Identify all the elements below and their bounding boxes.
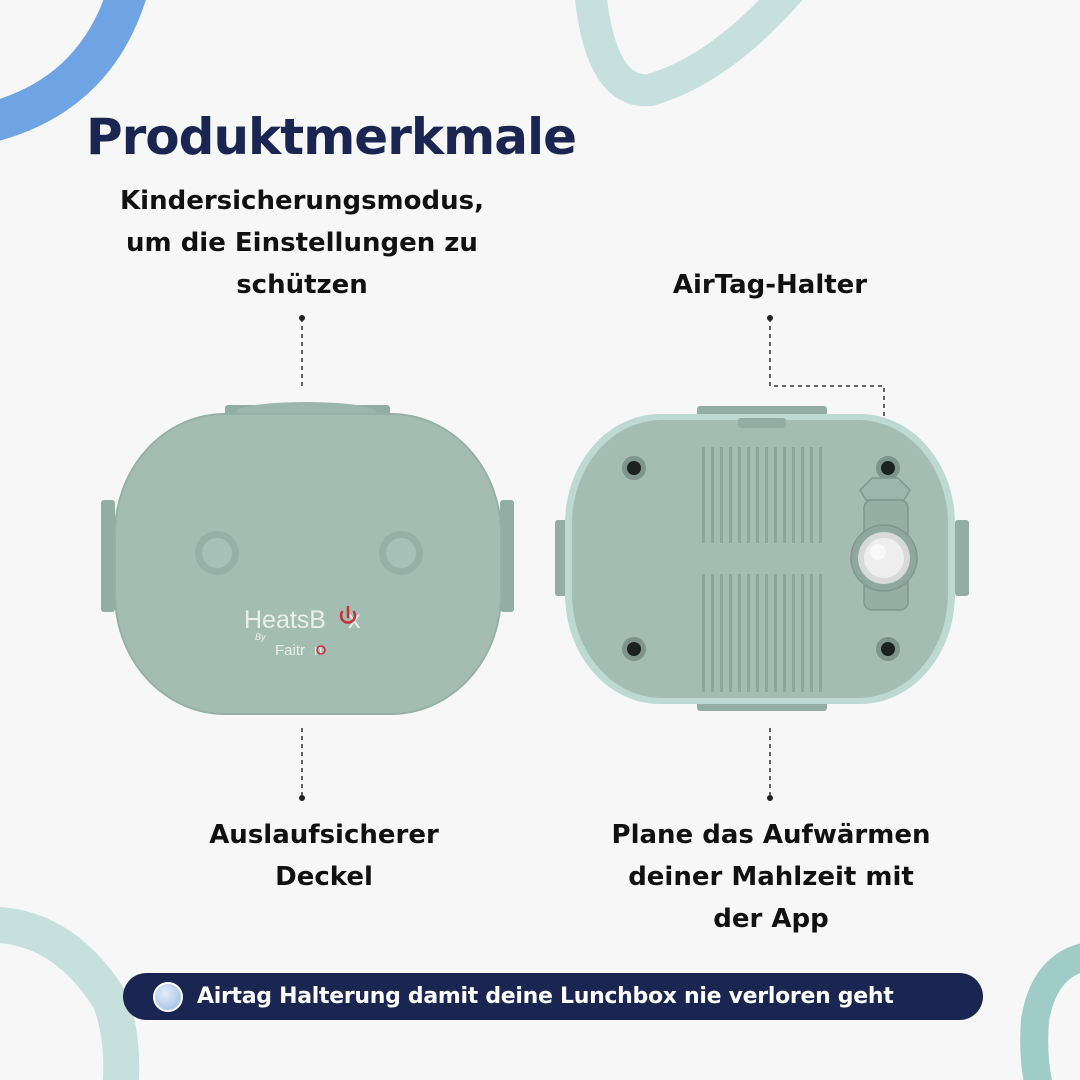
maker-logo-o-icon — [316, 645, 326, 655]
feature-child-lock-line: Kindersicherungsmodus, — [120, 186, 484, 216]
callout-dots — [299, 315, 773, 801]
feature-airtag-holder-line: AirTag-Halter — [672, 270, 868, 300]
banner-text: Airtag Halterung damit deine Lunchbox ni… — [197, 984, 894, 1009]
airtag-holder — [850, 477, 918, 611]
deco-arc-mint-bottom-left — [0, 907, 140, 1080]
vent-grille — [702, 447, 822, 692]
deco-arc-mint-bottom-right — [1020, 943, 1080, 1080]
info-banner: Airtag Halterung damit deine Lunchbox ni… — [123, 973, 983, 1020]
feature-leakproof-lid-line: Auslaufsicherer — [209, 820, 439, 850]
feature-leakproof-lid-line: Deckel — [275, 862, 373, 892]
feature-leakproof-lid: Auslaufsicherer Deckel — [174, 814, 474, 898]
power-icon — [339, 605, 357, 624]
feature-app-planning-line: Plane das Aufwärmen — [611, 820, 931, 850]
feature-child-lock-line: um die Einstellungen zu — [126, 228, 478, 258]
feature-app-planning-line: deiner Mahlzeit mit — [628, 862, 914, 892]
deco-arc-mint-top — [575, 0, 803, 107]
logo-by: By — [255, 632, 266, 642]
feature-airtag-holder: AirTag-Halter — [620, 264, 920, 306]
feature-app-planning-line: der App — [713, 904, 829, 934]
deco-arc-blue — [0, 0, 146, 141]
lunchbox-bottom-view — [555, 406, 969, 711]
feature-child-lock: Kindersicherungsmodus, um die Einstellun… — [100, 180, 504, 306]
airtag-disc-icon — [153, 981, 183, 1012]
page-title: Produktmerkmale — [86, 108, 577, 166]
feature-child-lock-line: schützen — [236, 270, 368, 300]
feature-app-planning: Plane das Aufwärmen deiner Mahlzeit mit … — [590, 814, 952, 940]
